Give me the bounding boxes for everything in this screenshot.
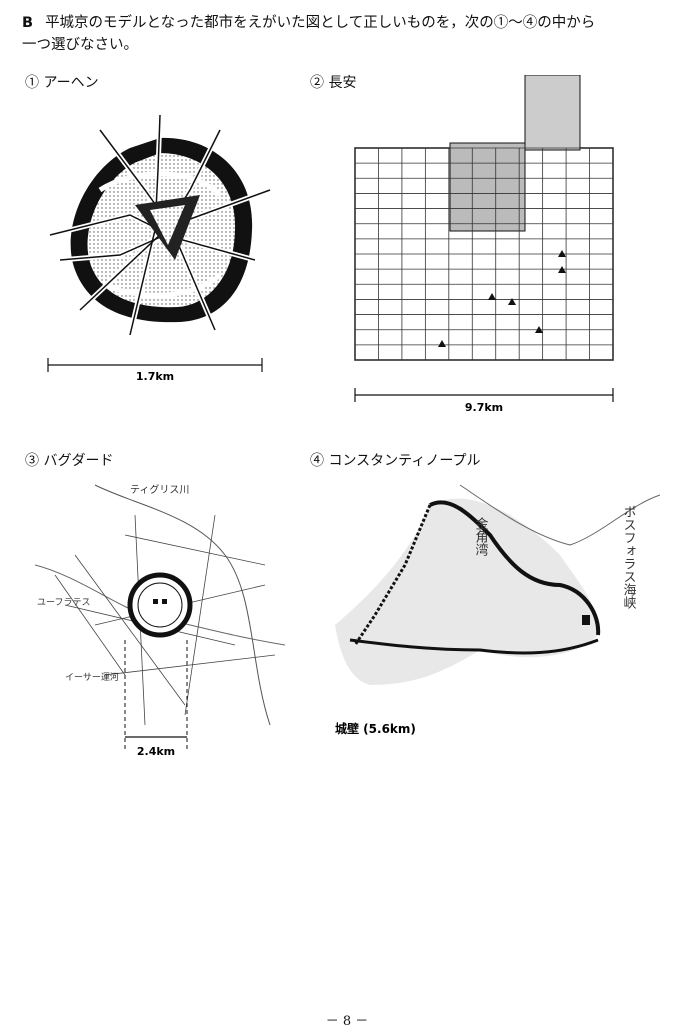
caption-changan: ② 長安 <box>310 75 357 91</box>
label-euphrates: ユーフラテス <box>37 597 90 608</box>
scale-changan: 9.7km <box>465 401 503 414</box>
question-label: B <box>22 15 34 31</box>
label-bosporus: ボスフォラス海峡 <box>621 505 637 609</box>
map-changan: 9.7km <box>354 75 614 414</box>
caption-baghdad: ③ バグダード <box>25 453 114 469</box>
caption-constantinople: ④ コンスタンティノープル <box>310 453 481 469</box>
label-isa-canal: イーサー運河 <box>65 671 119 683</box>
scale-baghdad: 2.4km <box>137 745 175 758</box>
question-line-1: 平城京のモデルとなった都市をえがいた図として正しいものを，次の①～④の中から <box>45 15 596 31</box>
map-baghdad: ティグリス川 ユーフラテス イーサー運河 2.4km <box>35 483 285 758</box>
page-number: － 8 － <box>325 1014 369 1029</box>
map-aachen: 1.7km <box>47 114 271 383</box>
question-line-2: 一つ選びなさい。 <box>22 37 138 53</box>
scale-aachen: 1.7km <box>136 370 174 383</box>
map-constantinople: 金角湾 ボスフォラス海峡 城壁 (5.6km) <box>335 484 661 736</box>
caption-aachen: ① アーヘン <box>25 75 99 91</box>
label-tigris: ティグリス川 <box>130 483 189 496</box>
scale-constantinople: 城壁 (5.6km) <box>335 721 416 736</box>
label-golden-horn: 金角湾 <box>473 516 489 556</box>
